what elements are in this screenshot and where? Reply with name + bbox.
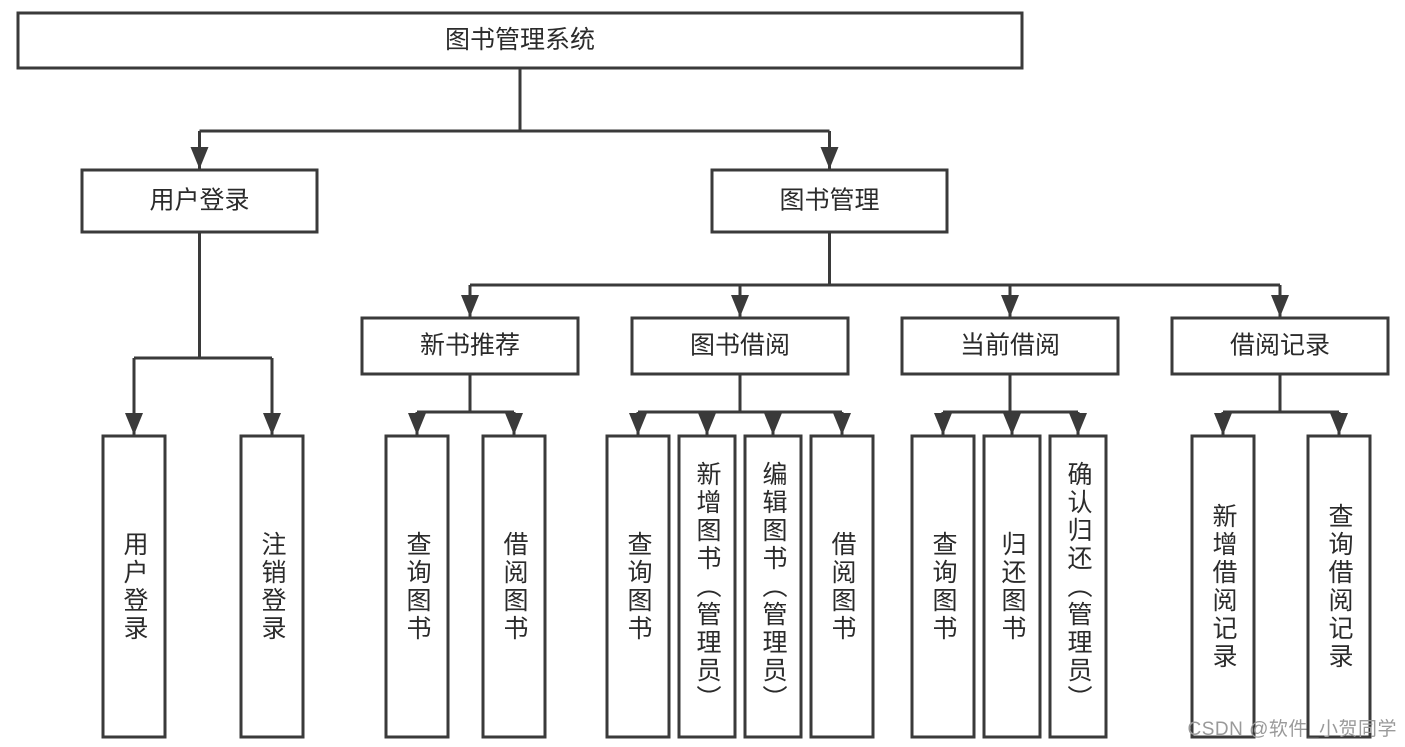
node-leaf-user-login[interactable]	[101, 434, 167, 739]
arrow-head-icon	[1330, 413, 1348, 435]
edges-layer	[125, 68, 1348, 435]
arrow-head-icon	[408, 413, 426, 435]
watermark-text: CSDN @软件_小贺同学	[1187, 719, 1397, 740]
node-leaf-confirm-return[interactable]	[1048, 434, 1108, 739]
arrow-head-icon	[820, 147, 839, 169]
arrow-head-icon	[629, 413, 647, 435]
node-leaf-add-record[interactable]	[1190, 434, 1256, 739]
node-label: 新书推荐	[420, 332, 520, 360]
node-leaf-borrow-book-1[interactable]	[481, 434, 547, 739]
node-box[interactable]	[481, 434, 547, 739]
node-leaf-query-book-1[interactable]	[384, 434, 450, 739]
node-box[interactable]	[630, 316, 850, 376]
arrow-head-icon	[505, 413, 523, 435]
node-box[interactable]	[360, 316, 580, 376]
node-label: 图书借阅	[690, 332, 790, 360]
node-box[interactable]	[743, 434, 803, 739]
arrow-head-icon	[764, 413, 782, 435]
node-box[interactable]	[384, 434, 450, 739]
arrow-head-icon	[731, 295, 749, 317]
arrow-head-icon	[461, 295, 479, 317]
node-box[interactable]	[239, 434, 305, 739]
node-box[interactable]	[809, 434, 875, 739]
node-box[interactable]	[80, 168, 319, 234]
node-label: 当前借阅	[960, 332, 1060, 360]
node-leaf-add-book[interactable]	[677, 434, 737, 739]
arrow-head-icon	[1001, 295, 1019, 317]
node-label: 借阅记录	[1230, 332, 1330, 360]
node-root[interactable]: 图书管理系统	[16, 11, 1024, 70]
node-label: 图书管理	[779, 187, 879, 215]
node-leaf-edit-book[interactable]	[743, 434, 803, 739]
node-box[interactable]	[677, 434, 737, 739]
node-current-borrow[interactable]: 当前借阅	[900, 316, 1120, 376]
node-box[interactable]	[605, 434, 671, 739]
node-box[interactable]	[16, 11, 1024, 70]
node-box[interactable]	[1306, 434, 1372, 739]
arrow-head-icon	[263, 413, 281, 435]
node-box[interactable]	[710, 168, 949, 234]
node-box[interactable]	[1048, 434, 1108, 739]
node-leaf-borrow-book-2[interactable]	[809, 434, 875, 739]
node-user-login[interactable]: 用户登录	[80, 168, 319, 234]
arrow-head-icon	[1214, 413, 1232, 435]
arrow-head-icon	[125, 413, 143, 435]
arrow-head-icon	[934, 413, 952, 435]
node-leaf-user-logout[interactable]	[239, 434, 305, 739]
node-leaf-return-book[interactable]	[982, 434, 1042, 739]
node-new-book-recommend[interactable]: 新书推荐	[360, 316, 580, 376]
node-borrow-record[interactable]: 借阅记录	[1170, 316, 1390, 376]
arrow-head-icon	[833, 413, 851, 435]
node-leaf-query-book-2[interactable]	[605, 434, 671, 739]
node-box[interactable]	[910, 434, 976, 739]
arrow-head-icon	[190, 147, 209, 169]
node-label: 图书管理系统	[445, 26, 595, 54]
node-box[interactable]	[101, 434, 167, 739]
node-book-borrow[interactable]: 图书借阅	[630, 316, 850, 376]
node-leaf-query-record[interactable]	[1306, 434, 1372, 739]
node-label: 用户登录	[149, 187, 249, 215]
arrow-head-icon	[1003, 413, 1021, 435]
node-box[interactable]	[1190, 434, 1256, 739]
node-leaf-query-book-3[interactable]	[910, 434, 976, 739]
node-box[interactable]	[982, 434, 1042, 739]
arrow-head-icon	[1069, 413, 1087, 435]
node-box[interactable]	[900, 316, 1120, 376]
node-book-manage[interactable]: 图书管理	[710, 168, 949, 234]
arrow-head-icon	[698, 413, 716, 435]
node-box[interactable]	[1170, 316, 1390, 376]
arrow-head-icon	[1271, 295, 1289, 317]
